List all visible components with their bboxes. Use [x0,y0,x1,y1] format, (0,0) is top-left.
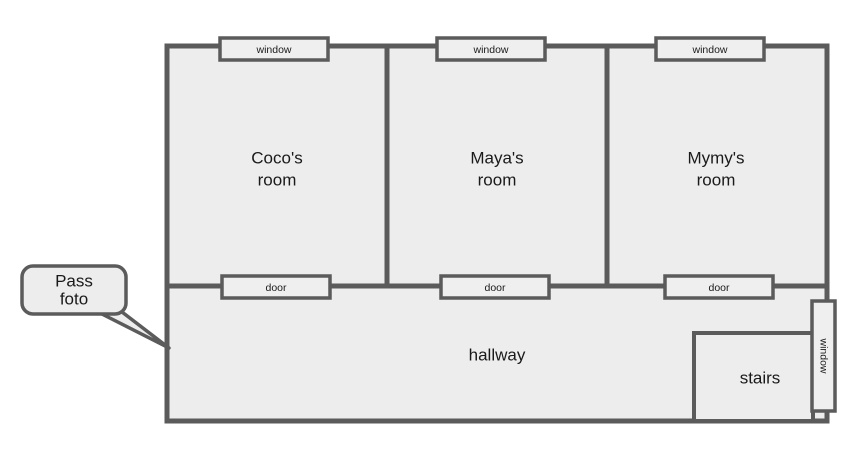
window-mymy[interactable]: window [654,36,766,62]
room-mymy-area[interactable] [607,46,827,286]
room-coco-label-line2: room [258,170,297,189]
room-coco-label-line1: Coco's [251,148,302,167]
window-stairs[interactable]: window [810,299,837,413]
callout-label-line2: foto [60,289,88,308]
door-coco-label: door [265,282,287,294]
room-maya-label-line1: Maya's [470,148,523,167]
window-maya-label: window [472,44,508,56]
door-maya-box[interactable] [439,274,551,300]
room-fills [167,46,827,421]
door-coco-box[interactable] [220,274,332,300]
callout-tail [94,309,171,350]
window-maya-box[interactable] [435,36,547,62]
window-mymy-box[interactable] [654,36,766,62]
door-mymy-label: door [708,282,730,294]
callout-pass-foto[interactable]: Pass foto [20,264,171,350]
room-mymy-label-line1: Mymy's [687,148,744,167]
door-maya[interactable]: door [439,274,551,300]
window-coco[interactable]: window [218,36,330,62]
door-coco[interactable]: door [220,274,332,300]
window-coco-box[interactable] [218,36,330,62]
room-maya-area[interactable] [387,46,607,286]
stairs-box[interactable] [692,331,815,423]
hallway-label: hallway [469,345,526,364]
callout-label-line1: Pass [55,271,93,290]
window-stairs-label: window [818,337,830,373]
room-labels: Coco's room Maya's room Mymy's room hall… [251,148,780,387]
door-maya-label: door [484,282,506,294]
stairs-label: stairs [740,368,781,387]
door-mymy-box[interactable] [663,274,775,300]
callout-bubble[interactable] [20,264,128,316]
window-stairs-box[interactable] [810,299,837,413]
stairs-area[interactable] [692,331,815,423]
room-maya-label-line2: room [478,170,517,189]
window-maya[interactable]: window [435,36,547,62]
door-mymy[interactable]: door [663,274,775,300]
room-coco-area[interactable] [167,46,387,286]
room-mymy-label-line2: room [697,170,736,189]
window-coco-label: window [255,44,291,56]
window-mymy-label: window [691,44,727,56]
